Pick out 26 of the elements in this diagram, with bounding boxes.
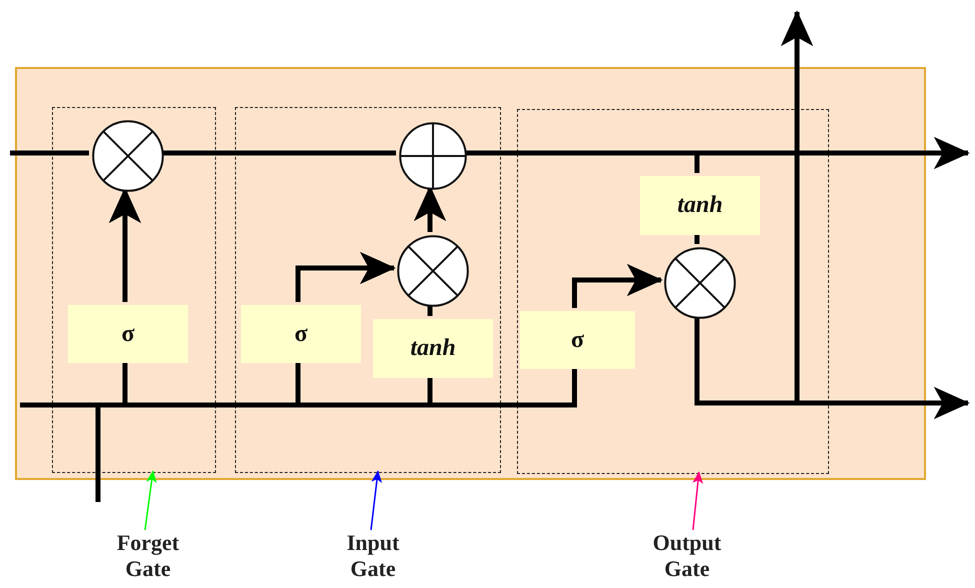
- arrow: [296, 252, 396, 302]
- gate-region-box: [235, 107, 501, 473]
- lstm-cell-box: [15, 67, 926, 480]
- arrow: [572, 264, 663, 308]
- connector-line: [428, 304, 432, 316]
- activation-box: tanh: [640, 176, 760, 235]
- gate-label: Output Gate: [642, 530, 732, 588]
- connector-line: [20, 360, 128, 408]
- activation-box: tanh: [373, 319, 493, 378]
- activation-box: σ: [520, 311, 635, 369]
- multiply-operator-circle: [397, 235, 469, 307]
- connector-line: [10, 150, 89, 156]
- connector-line: [161, 150, 396, 156]
- activation-box: σ: [241, 305, 361, 363]
- multiply-operator-circle: [664, 247, 736, 319]
- gate-region-box: [517, 109, 829, 474]
- connector-line: [694, 232, 700, 244]
- multiply-operator-circle: [92, 120, 164, 192]
- add-operator-circle: [399, 122, 467, 190]
- gate-label: Forget Gate: [103, 530, 193, 588]
- leader-arrow: [370, 470, 382, 530]
- leader-arrow: [144, 470, 157, 530]
- gate-label: Input Gate: [328, 530, 418, 588]
- activation-box: σ: [68, 305, 188, 363]
- leader-arrow: [692, 471, 704, 530]
- gate-region-box: [52, 107, 216, 473]
